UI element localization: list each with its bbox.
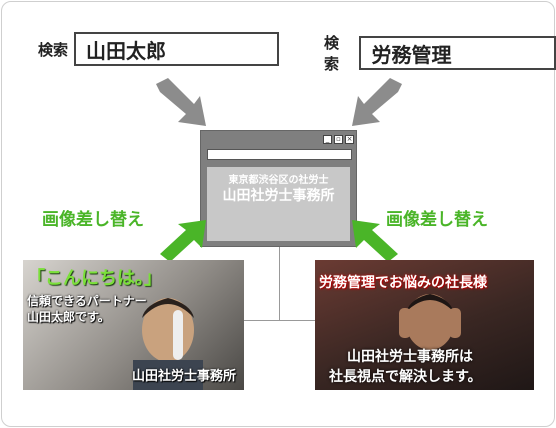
photo-panel-left: 「こんにちは。」 信頼できるパートナー 山田太郎です。 山田社労士事務所 xyxy=(23,260,244,390)
solution-line-2: 社長視点で解決します。 xyxy=(329,369,482,385)
green-arrow-up-right-icon xyxy=(160,220,206,262)
close-icon: × xyxy=(345,135,354,144)
search-label-right: 検索 xyxy=(324,34,340,73)
man-on-phone-illustration xyxy=(133,298,203,390)
photo-panel-right: 労務管理でお悩みの社長様 山田社労士事務所は 社長視点で解決します。 xyxy=(315,260,534,390)
gray-arrow-down-left-icon xyxy=(352,78,402,126)
green-arrow-up-left-icon xyxy=(352,220,398,262)
search-label-left: 検索 xyxy=(38,40,69,59)
search-query-left: 山田太郎 xyxy=(74,32,280,66)
connector-line-vertical xyxy=(279,247,280,320)
headline-text: 労務管理でお悩みの社長様 xyxy=(319,275,487,291)
office-signature: 山田社労士事務所 xyxy=(131,369,236,384)
address-bar xyxy=(207,149,352,160)
intro-line-1: 信頼できるパートナー xyxy=(27,294,147,308)
browser-window: _ ▫ × 東京都渋谷区の社労士 山田社労士事務所 xyxy=(200,130,357,247)
browser-title: 山田社労士事務所 xyxy=(222,188,335,204)
search-box-left: 検索 山田太郎 xyxy=(38,32,280,66)
gray-arrow-down-right-icon xyxy=(156,78,206,126)
search-query-right: 労務管理 xyxy=(359,36,556,70)
swap-label-right: 画像差し替え xyxy=(386,210,488,230)
intro-line-2: 山田太郎です。 xyxy=(27,310,110,324)
solution-line-1: 山田社労士事務所は xyxy=(347,349,473,365)
minimize-icon: _ xyxy=(323,135,332,144)
search-box-right: 検索 労務管理 xyxy=(324,32,556,74)
restore-icon: ▫ xyxy=(334,135,343,144)
greeting-text: 「こんにちは。」 xyxy=(27,268,162,289)
connector-line xyxy=(244,320,315,321)
browser-subtitle: 東京都渋谷区の社労士 xyxy=(228,175,329,186)
swap-label-left: 画像差し替え xyxy=(42,210,144,230)
worried-man-illustration xyxy=(399,294,461,350)
browser-content: 東京都渋谷区の社労士 山田社労士事務所 xyxy=(207,167,350,241)
